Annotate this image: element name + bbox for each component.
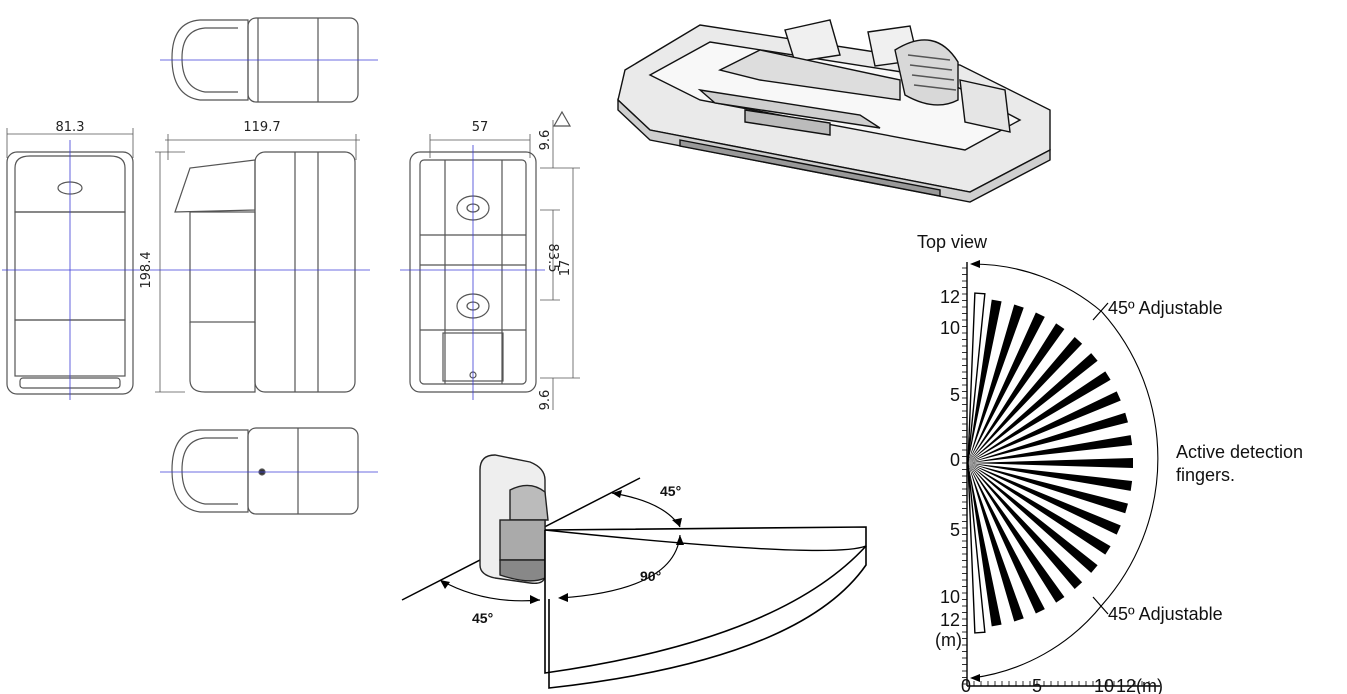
adjust-arc-upper (971, 263, 1103, 313)
detection-area-block (544, 526, 867, 674)
dim-bottom-offset: 9.6 (538, 390, 553, 411)
detection-finger (968, 463, 1045, 614)
detection-finger (968, 463, 1128, 514)
detection-label-line2: fingers. (1176, 465, 1235, 485)
top-view-title: Top view (917, 232, 988, 252)
lower-adjustable-label: 45º Adjustable (1108, 604, 1223, 624)
detection-finger (968, 299, 1002, 463)
detection-label-line1: Active detection (1176, 442, 1303, 462)
y-tick-5-top: 5 (950, 385, 960, 405)
detection-finger (968, 463, 1098, 573)
angle-top-label: 45° (660, 483, 681, 499)
upper-adjustable-label: 45º Adjustable (1108, 298, 1223, 318)
x-tick-5: 5 (1032, 676, 1042, 694)
sensor-top-view-drawing (160, 17, 378, 103)
sensor-side-view-drawing (150, 134, 370, 393)
dim-hole-spacing: 83.5 (545, 244, 560, 273)
detection-finger (968, 323, 1065, 463)
detection-finger (968, 371, 1111, 463)
coverage-arc (1101, 311, 1159, 606)
installation-angle-diagram: 45° 90° 45° (401, 454, 867, 689)
detection-finger (968, 458, 1133, 468)
detection-finger (968, 435, 1133, 463)
detection-finger (968, 463, 1121, 535)
angle-arc-left (439, 579, 541, 602)
detection-finger (968, 412, 1128, 463)
y-tick-10-top: 10 (940, 318, 960, 338)
angle-left-label: 45° (472, 610, 493, 626)
y-tick-12-top: 12 (940, 287, 960, 307)
detection-finger (968, 337, 1083, 463)
sensor-mounted-illustration (479, 454, 549, 585)
detection-finger (968, 304, 1024, 463)
dim-width: 81.3 (56, 120, 85, 135)
y-tick-0: 0 (950, 450, 960, 470)
detection-finger (968, 463, 1002, 627)
top-view-detection-pattern: Top view 12 10 5 0 5 10 12 (m) 0 5 10 12… (917, 232, 1303, 694)
sensor-back-view-drawing (400, 110, 580, 410)
x-tick-10: 10 (1094, 676, 1114, 694)
y-tick-12-bottom: 12 (940, 610, 960, 630)
detection-finger-outline (967, 292, 986, 464)
detection-finger (968, 463, 1111, 555)
x-tick-12: 12(m) (1116, 676, 1163, 694)
dim-back-width: 57 (472, 120, 489, 135)
dim-back-height: 17 (558, 260, 573, 277)
detection-finger (968, 463, 1133, 491)
angle-center-label: 90° (640, 568, 661, 584)
detection-finger (968, 391, 1121, 463)
sensor-front-view-drawing (2, 128, 140, 400)
x-tick-0: 0 (961, 676, 971, 694)
axis-minor-ticks (962, 267, 1150, 686)
y-tick-10-bottom: 10 (940, 587, 960, 607)
sensor-base-3d-illustration (617, 19, 1051, 203)
detection-finger (968, 463, 1024, 622)
y-tick-5-bottom: 5 (950, 520, 960, 540)
dim-top-offset: 9.6 (538, 130, 553, 151)
dim-height: 198.4 (139, 251, 154, 288)
detection-finger (968, 312, 1045, 463)
detection-finger-outline (967, 462, 986, 634)
detection-finger (968, 463, 1065, 603)
detection-finger (968, 353, 1098, 463)
y-unit-label: (m) (935, 630, 962, 650)
angle-arc-center (559, 534, 681, 599)
detection-finger (968, 463, 1083, 589)
adjust-arc-lower (971, 604, 1103, 679)
detection-fingers (967, 292, 1133, 634)
dim-depth: 119.7 (243, 120, 280, 135)
sensor-bottom-view-drawing (160, 427, 378, 515)
